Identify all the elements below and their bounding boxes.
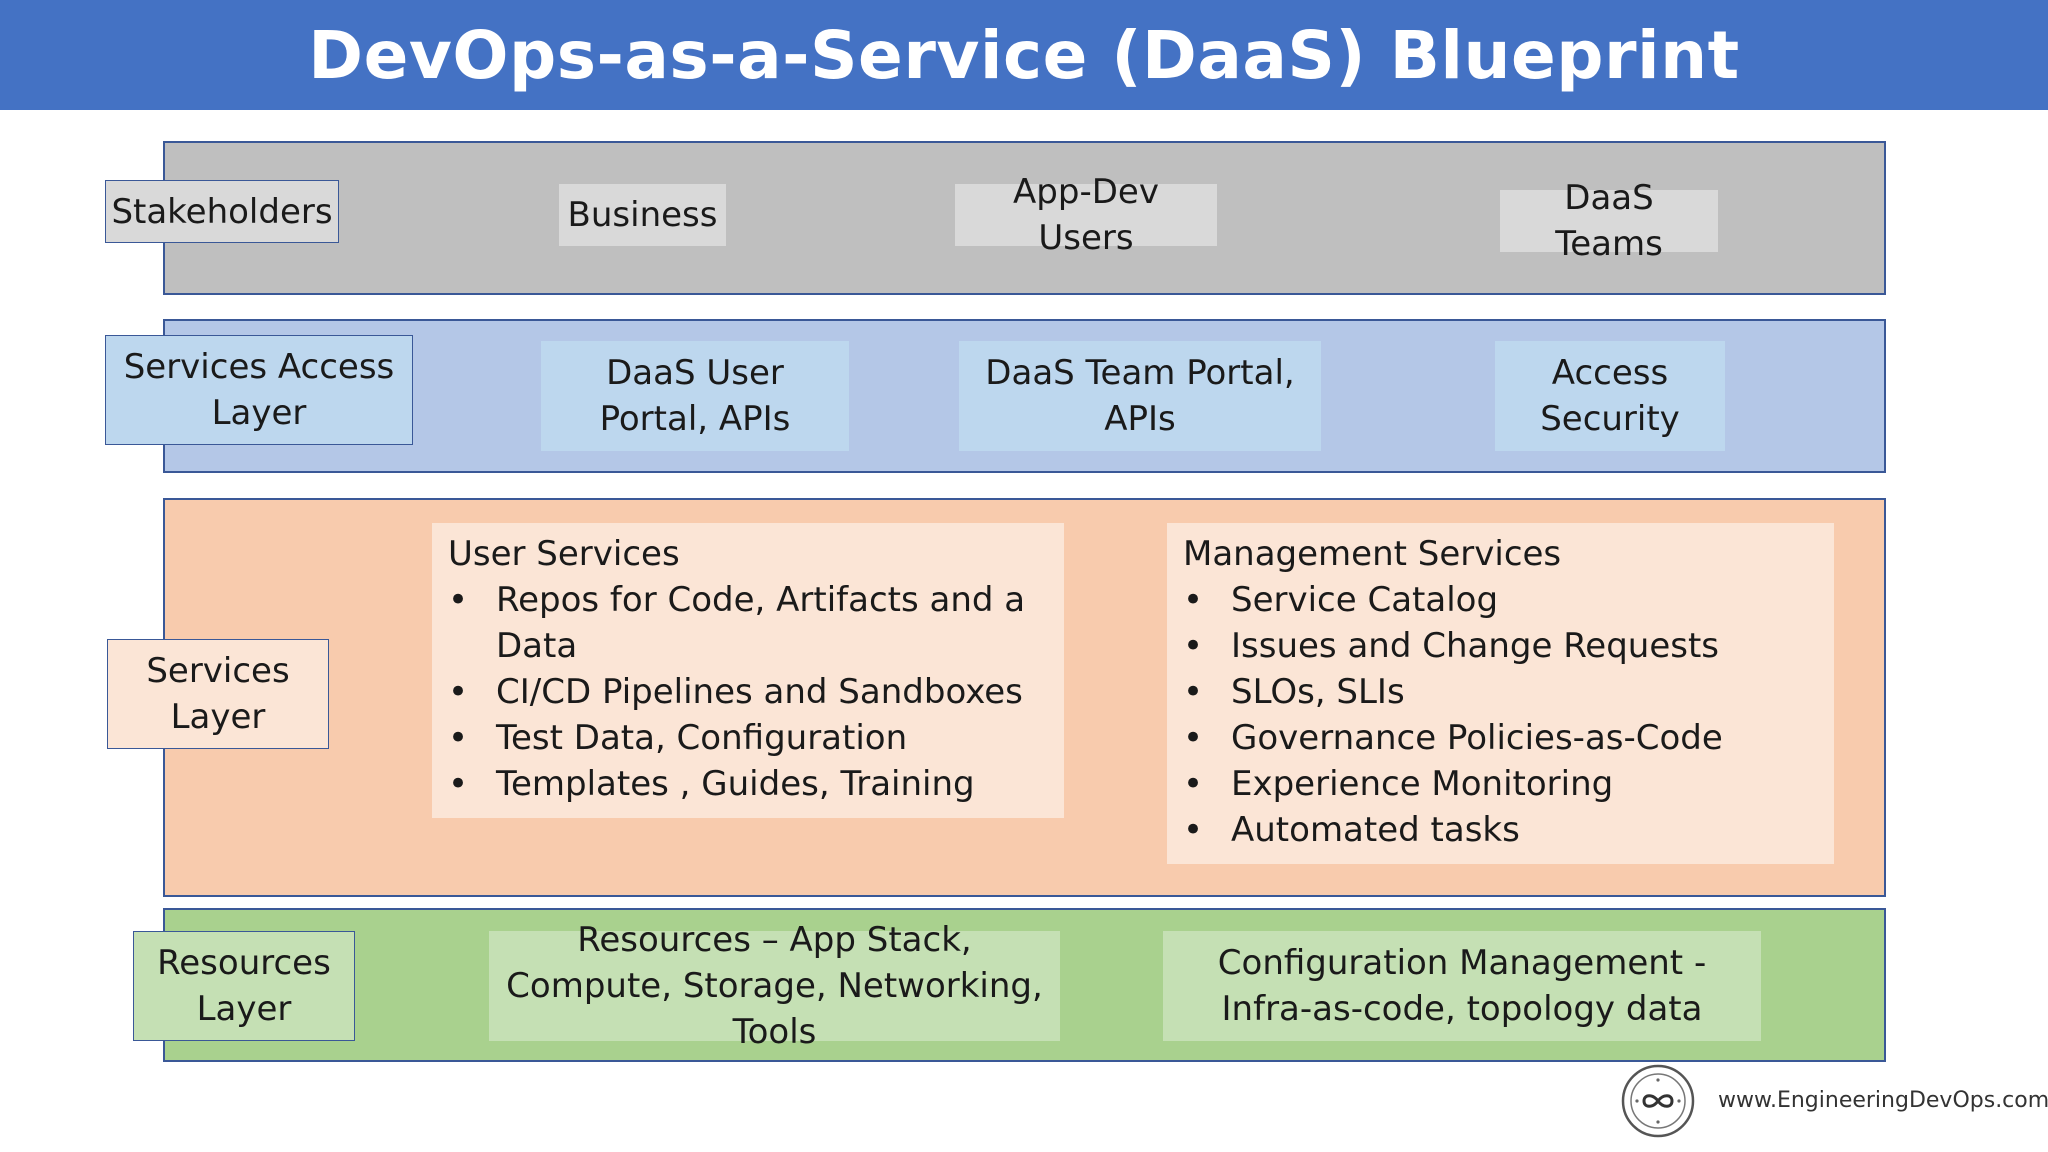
resources-layer-label: Resources Layer (133, 931, 355, 1041)
management-services-panel: Management Services Service Catalog Issu… (1167, 523, 1834, 864)
title-banner: DevOps-as-a-Service (DaaS) Blueprint (0, 0, 2048, 110)
list-item: Test Data, Configuration (448, 715, 1048, 761)
list-item: Governance Policies-as-Code (1183, 715, 1818, 761)
stakeholder-app-dev-users: App-Dev Users (955, 172, 1217, 258)
resources-app-stack: Resources – App Stack, Compute, Storage,… (489, 920, 1060, 1052)
user-services-panel: User Services Repos for Code, Artifacts … (432, 523, 1064, 818)
list-item: Issues and Change Requests (1183, 623, 1818, 669)
list-item: Automated tasks (1183, 807, 1818, 853)
management-services-title: Management Services (1183, 534, 1562, 574)
list-item: CI/CD Pipelines and Sandboxes (448, 669, 1048, 715)
access-security: Access Security (1495, 341, 1725, 451)
list-item: Experience Monitoring (1183, 761, 1818, 807)
configuration-management: Configuration Management - Infra-as-code… (1163, 931, 1761, 1041)
management-services-list: Service Catalog Issues and Change Reques… (1183, 577, 1818, 853)
stakeholders-label: Stakeholders (105, 180, 339, 243)
stakeholder-daas-teams: DaaS Teams (1500, 178, 1718, 264)
stakeholder-business: Business (559, 184, 726, 246)
user-services-list: Repos for Code, Artifacts and a Data CI/… (448, 577, 1048, 807)
list-item: Templates , Guides, Training (448, 761, 1048, 807)
list-item: SLOs, SLIs (1183, 669, 1818, 715)
user-services-title: User Services (448, 534, 680, 574)
list-item: Repos for Code, Artifacts and a Data (448, 577, 1048, 669)
services-access-label: Services Access Layer (105, 335, 413, 445)
access-team-portal: DaaS Team Portal, APIs (959, 341, 1321, 451)
services-layer-label: Services Layer (107, 639, 329, 749)
access-user-portal: DaaS User Portal, APIs (541, 341, 849, 451)
infinity-seal-icon (1620, 1063, 1696, 1139)
footer-website-link[interactable]: www.EngineeringDevOps.com (1718, 1088, 2048, 1113)
page-title: DevOps-as-a-Service (DaaS) Blueprint (308, 16, 1740, 94)
list-item: Service Catalog (1183, 577, 1818, 623)
